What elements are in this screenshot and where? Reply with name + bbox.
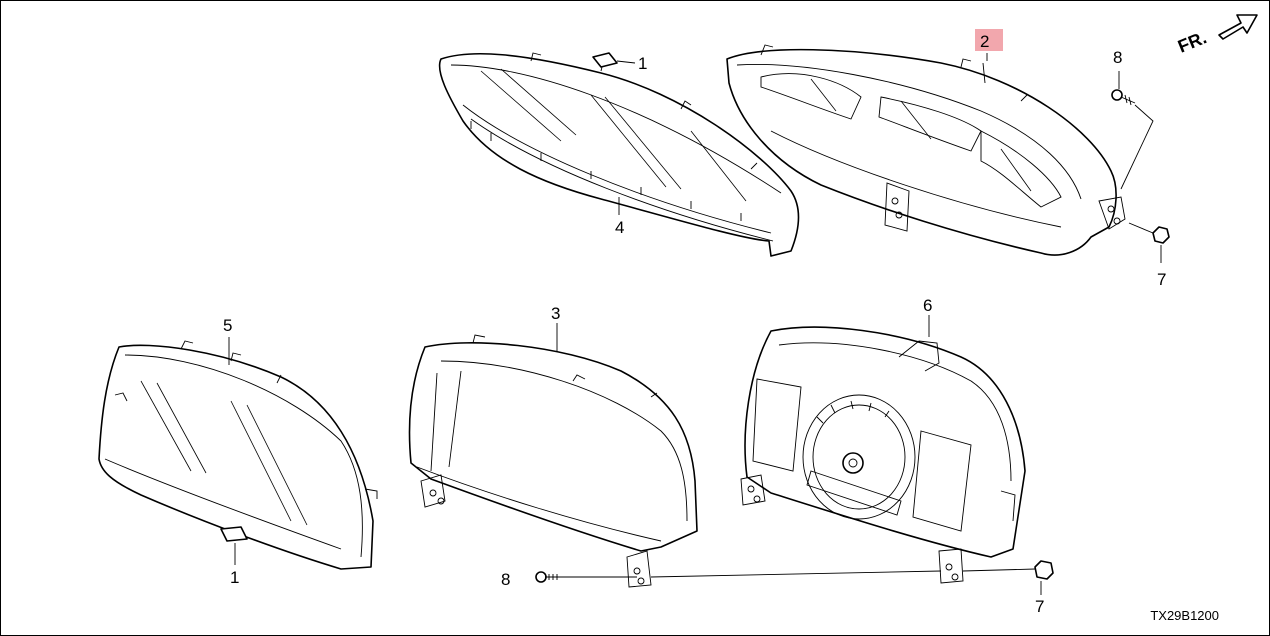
callout-8-bottom: 8: [501, 570, 510, 589]
part-1-clip-bottom: [220, 526, 248, 565]
fr-label: FR.: [1175, 27, 1209, 56]
callout-8-top: 8: [1113, 48, 1122, 67]
front-direction-arrow: FR.: [1175, 14, 1258, 57]
callout-5: 5: [223, 316, 232, 335]
part-6-gauge-unit: [740, 315, 1026, 584]
part-5-lens: [98, 337, 378, 570]
callout-3: 3: [551, 304, 560, 323]
part-7-nut-top: [1128, 222, 1170, 263]
diagram-code: TX29B1200: [1150, 608, 1219, 623]
part-7-nut-bottom: [962, 560, 1054, 595]
callout-6: 6: [923, 296, 932, 315]
callout-7-top: 7: [1157, 270, 1166, 289]
callout-1-bottom: 1: [230, 568, 239, 587]
callout-2: 2: [980, 32, 989, 51]
part-1-clip-top: [592, 52, 636, 68]
part-8-screw-top: [1111, 71, 1154, 190]
callout-4: 4: [615, 218, 624, 237]
part-8-screw-bottom: [535, 570, 942, 583]
part-2-meter-assembly: [726, 44, 1126, 256]
part-3-visor: [408, 323, 698, 588]
part-2-highlight: [975, 29, 1003, 51]
callout-7-bottom: 7: [1035, 597, 1044, 616]
callout-1-top: 1: [638, 54, 647, 73]
